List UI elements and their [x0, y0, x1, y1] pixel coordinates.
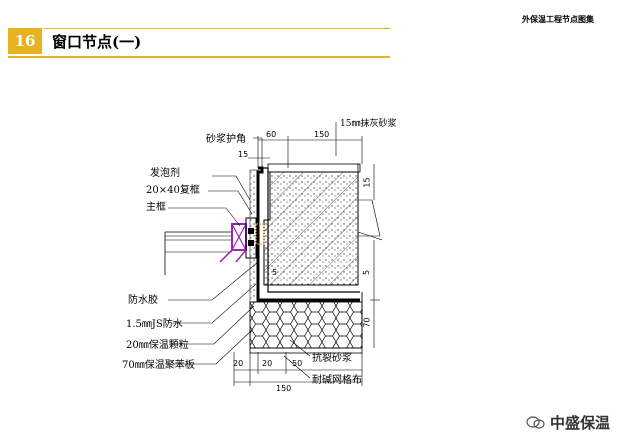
main-frame-cross-2 [231, 223, 247, 251]
dim-150-top: 150 [314, 130, 330, 139]
js-waterproof-layer [256, 166, 360, 302]
label-anti-crack-mortar: 抗裂砂浆 [312, 353, 352, 364]
label-insulation-granule: 20㎜保温颗粒 [126, 340, 189, 351]
label-subframe: 20×40复框 [146, 185, 200, 196]
dim-5-right: 5 [362, 269, 372, 276]
concrete-texture [264, 172, 358, 285]
plaster-layer [267, 163, 361, 173]
dim-150-bottom: 150 [276, 384, 292, 393]
dim-70-right: 70 [362, 317, 372, 328]
frame-sill-drip [219, 249, 247, 263]
granule-layer [249, 169, 259, 303]
mortar-corner-layer [262, 167, 360, 293]
label-sealant: 防水胶 [128, 295, 158, 306]
watermark-text: 中盛保温 [550, 414, 611, 432]
foam-fill [255, 223, 265, 245]
header-top-line [44, 28, 390, 29]
wall-returns [357, 199, 381, 237]
label-js-waterproof: 1.5㎜JS防水 [126, 319, 183, 330]
label-mortar-corner: 砂浆护角 [206, 134, 246, 145]
dim-5-inner: 5 [272, 268, 278, 277]
label-eps-board: 70㎜保温聚苯板 [122, 360, 195, 371]
dim-15-right: 15 [362, 177, 372, 188]
page-title: 窗口节点(一) [52, 33, 142, 51]
dim-50: 50 [292, 359, 303, 368]
header-underline [8, 56, 390, 58]
wall-line [357, 231, 383, 241]
label-plaster-15: 15㎜抹灰砂浆 [340, 119, 397, 129]
subframe-anchor-2 [248, 240, 254, 246]
wechat-icon [526, 415, 545, 429]
label-main-frame: 主框 [146, 202, 166, 213]
document-title: 外保温工程节点图集 [522, 14, 594, 24]
eps-board [249, 301, 363, 349]
section-number: 16 [8, 28, 42, 54]
leader-lines [168, 122, 337, 379]
dim-15-top: 15 [238, 150, 249, 159]
dim-20-b: 20 [262, 359, 273, 368]
dim-20-a: 20 [233, 359, 244, 368]
dimension-lines [233, 136, 380, 386]
dim-60: 60 [266, 130, 277, 139]
subframe-anchor-1 [248, 228, 254, 234]
label-foam: 发泡剂 [150, 168, 180, 179]
watermark: 中盛保温 [526, 412, 610, 433]
label-alkali-mesh: 耐碱网格布 [312, 375, 362, 386]
